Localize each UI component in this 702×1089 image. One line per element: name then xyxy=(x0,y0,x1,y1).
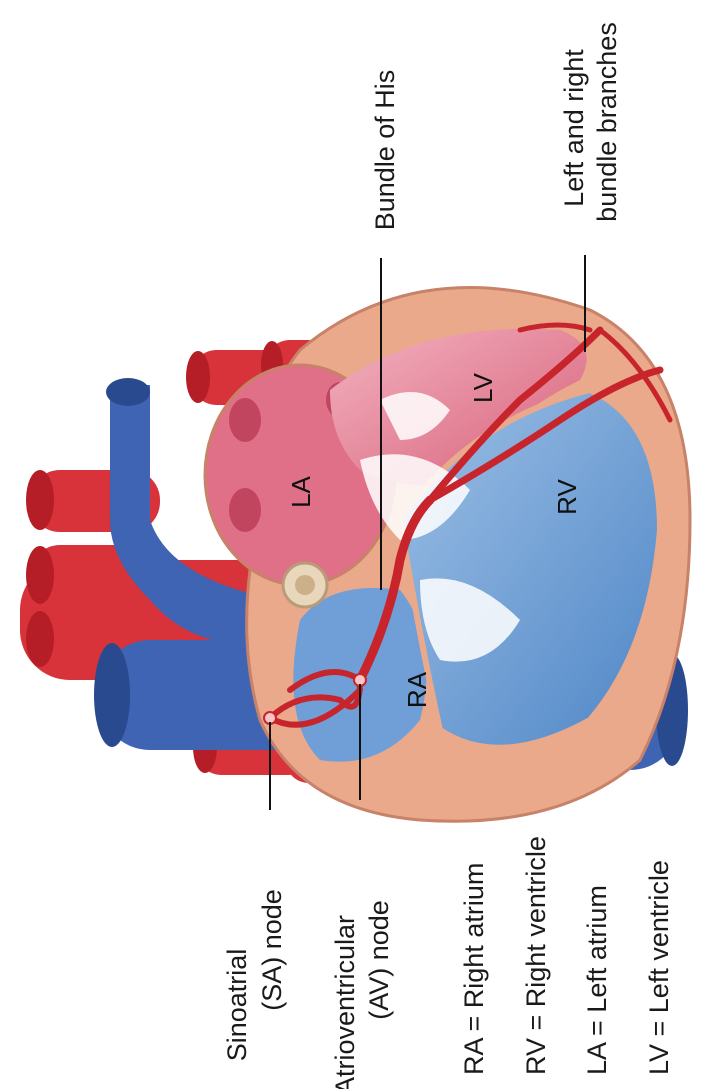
legend-lv: LV = Left ventricle xyxy=(644,860,674,1075)
av-node-label: Atrioventricular xyxy=(330,915,360,1089)
sa-node-label-line2: (SA) node xyxy=(257,889,287,1011)
bundle-branches-label-line2: bundle branches xyxy=(592,22,622,222)
label-la: LA xyxy=(286,475,316,507)
label-ra: RA xyxy=(402,671,432,708)
legend-la: LA = Left atrium xyxy=(582,885,612,1075)
label-lv: LV xyxy=(468,372,498,403)
legend: RA = Right atrium RV = Right ventricle L… xyxy=(459,836,674,1075)
legend-ra: RA = Right atrium xyxy=(459,863,489,1075)
label-rv: RV xyxy=(552,479,582,515)
legend-rv: RV = Right ventricle xyxy=(521,836,551,1075)
sa-node-label: Sinoatrial xyxy=(222,949,252,1062)
bundle-of-his-label: Bundle of His xyxy=(370,70,400,231)
bundle-branches-label: Left and right xyxy=(559,49,589,207)
av-node-label-line2: (AV) node xyxy=(364,900,394,1020)
